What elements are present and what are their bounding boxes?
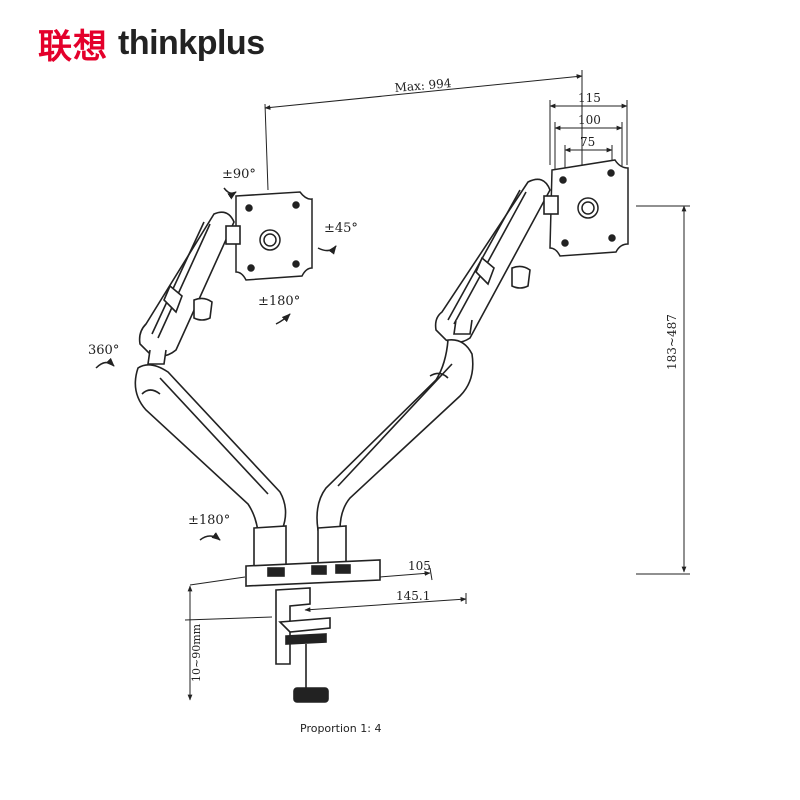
brand-name-english: thinkplus: [118, 23, 265, 62]
max-reach-label: Max: 994: [394, 76, 452, 95]
base-145-label: 145.1: [396, 589, 430, 603]
left-gas-arm: [138, 211, 241, 365]
brand-name-chinese: 联想: [38, 26, 108, 67]
desk-clamp: [275, 587, 331, 703]
swivel-180-bottom-label: ±180°: [188, 513, 230, 528]
rotate-360-label: 360°: [88, 343, 119, 358]
tilt-90-label: ±90°: [222, 167, 256, 182]
swivel-180-top-label: ±180°: [258, 294, 300, 309]
right-lower-arm: [316, 338, 474, 531]
right-gas-arm: [434, 178, 559, 344]
left-vesa-plate: [235, 191, 313, 281]
base-105-label: 105: [408, 559, 431, 573]
right-vesa-plate: [549, 159, 629, 257]
height-range-label: 183~487: [665, 314, 679, 370]
brand-logo: 联想 thinkplus: [38, 18, 265, 68]
dimension-lines: [184, 70, 690, 701]
vesa-75-label: 75: [580, 135, 595, 149]
rotation-arrows: [95, 187, 337, 541]
base-mount: [245, 525, 381, 587]
left-lower-arm: [134, 364, 287, 533]
tilt-45-label: ±45°: [324, 221, 358, 236]
proportion-note: Proportion 1: 4: [300, 722, 381, 735]
vesa-100-label: 100: [578, 113, 601, 127]
clamp-range-label: 10~90mm: [190, 623, 203, 682]
vesa-115-label: 115: [578, 91, 601, 105]
